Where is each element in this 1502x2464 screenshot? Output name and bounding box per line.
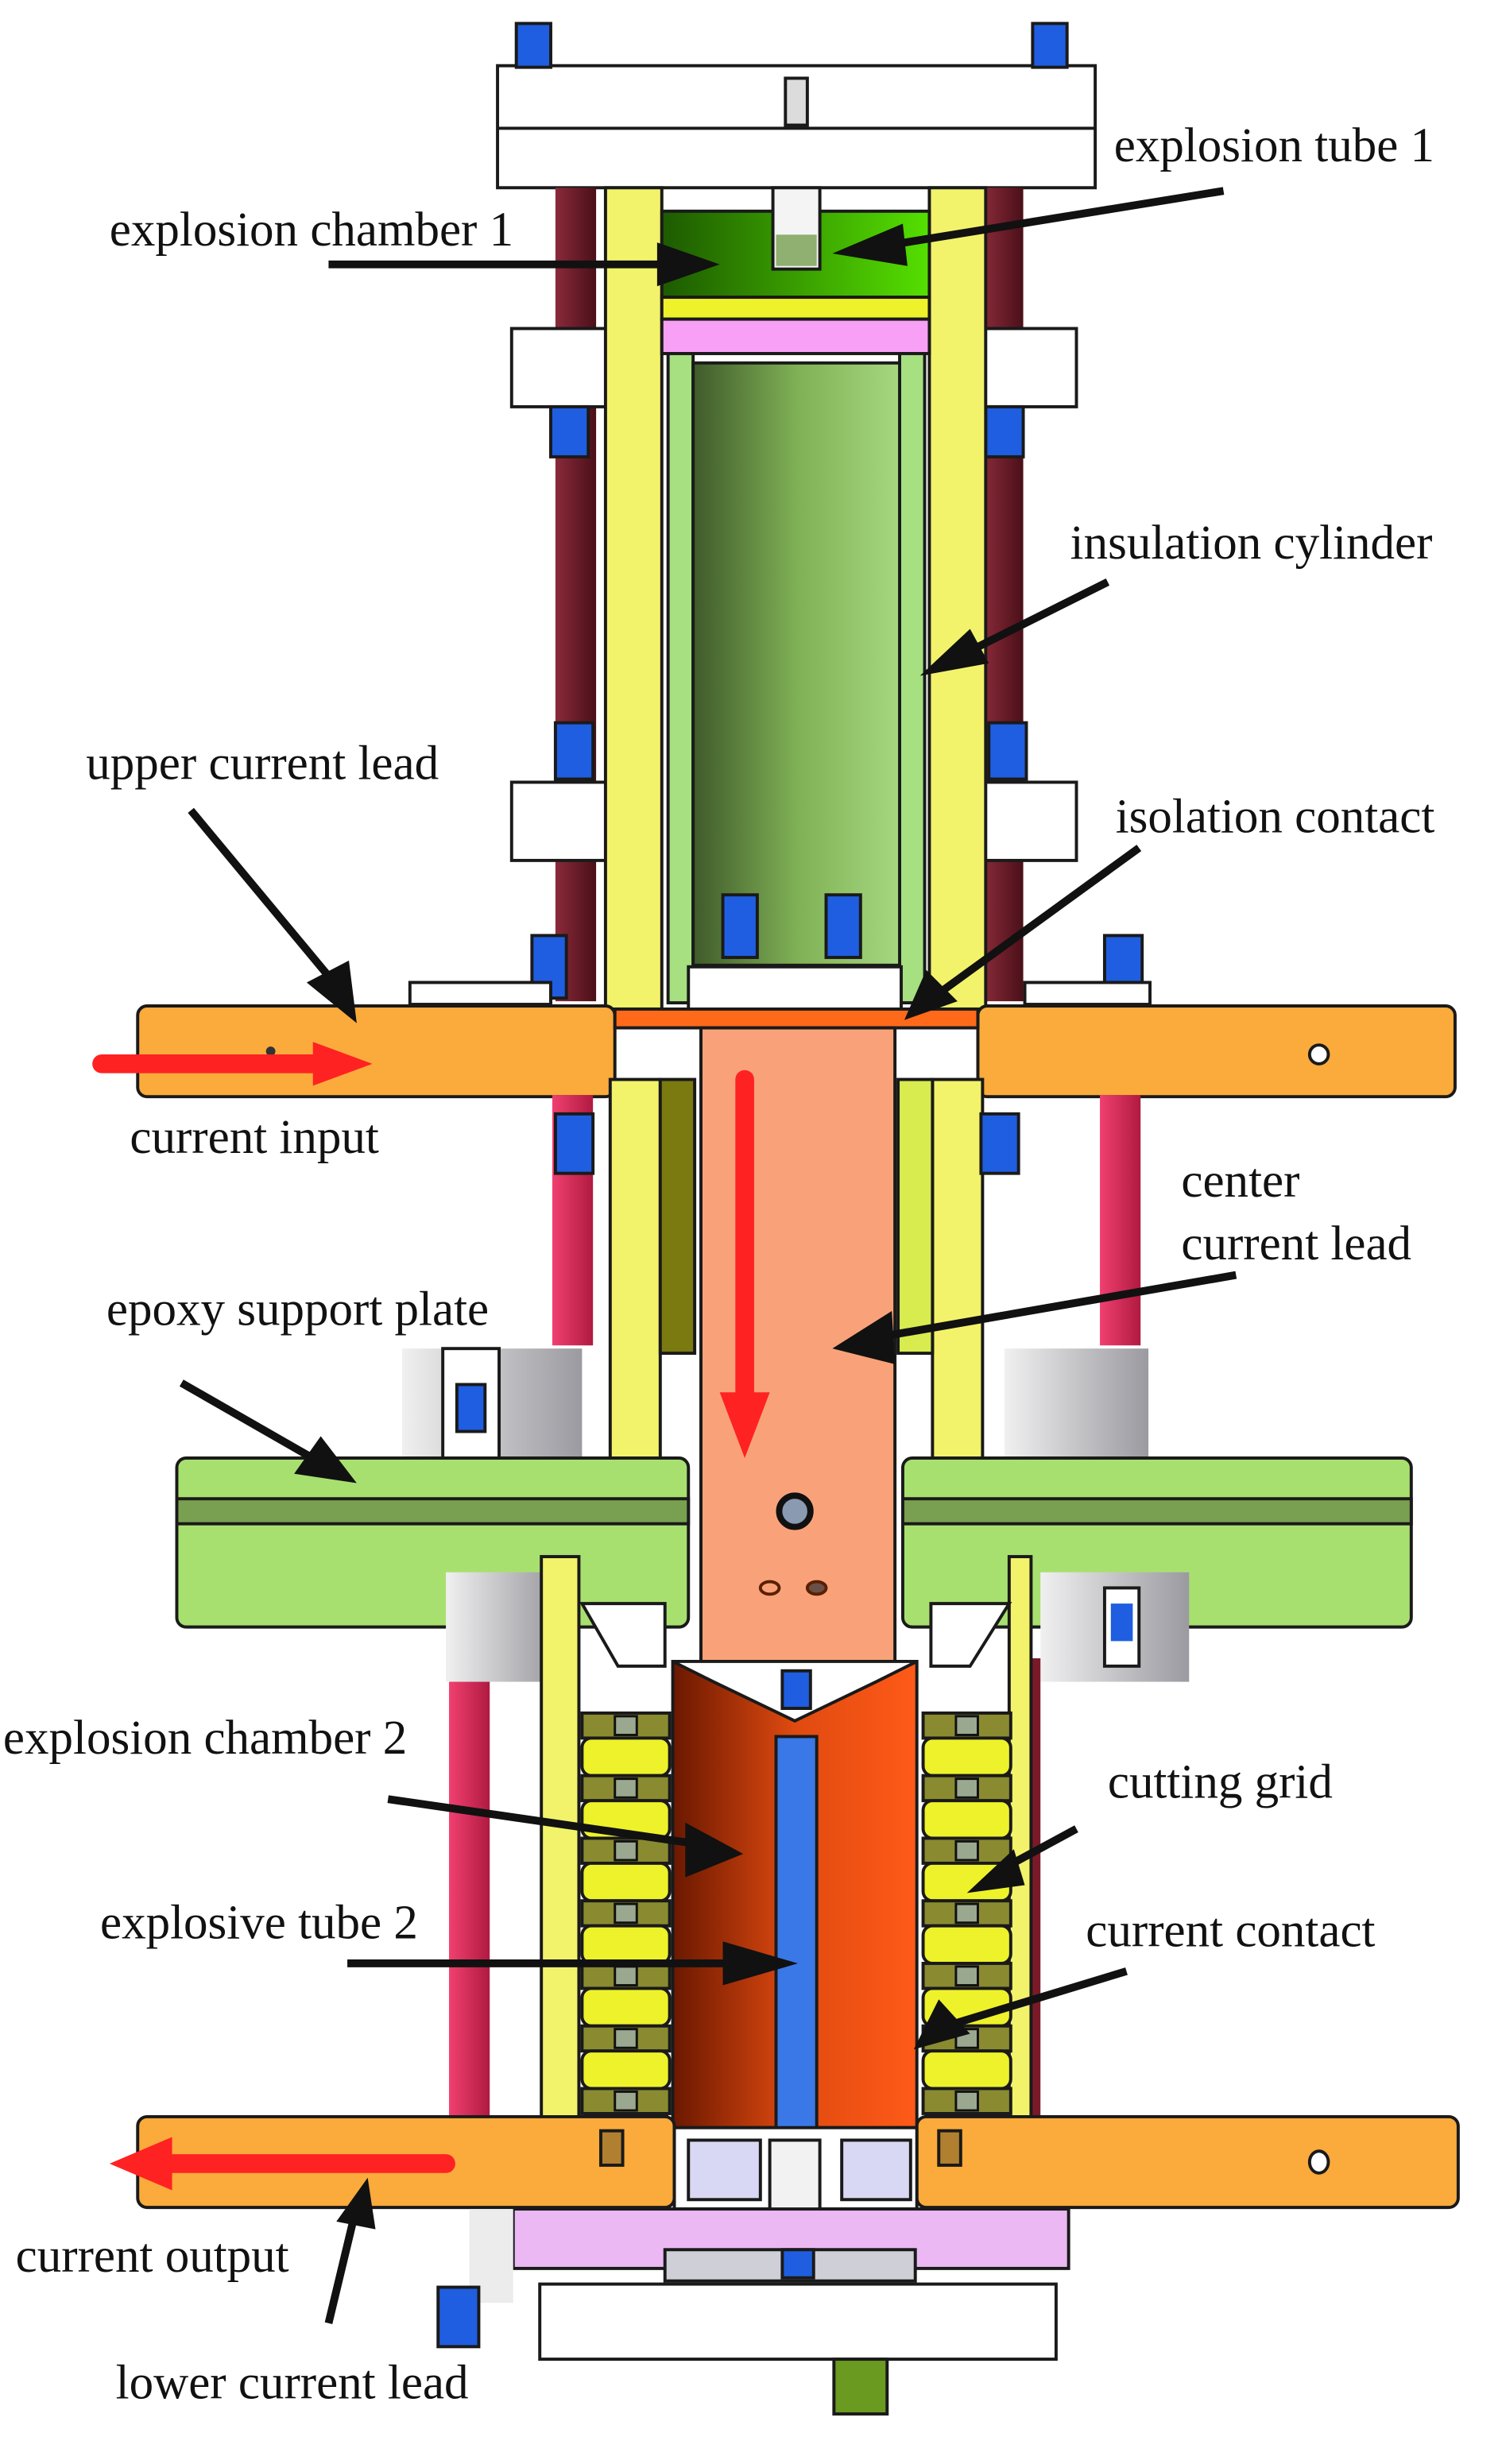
label-epoxy-support-plate: epoxy support plate (106, 1283, 489, 1336)
bolt (721, 893, 759, 959)
pointer-epoxy-support-plate (179, 1379, 357, 1483)
pointer-isolation-contact (904, 845, 1142, 1020)
pointer-cutting-grid (966, 1825, 1078, 1893)
label-explosive-tube-2: explosive tube 2 (100, 1896, 418, 1949)
cutting-grid-blade (580, 1924, 672, 1965)
pointer-explosion-chamber-2 (387, 1795, 744, 1878)
tie-rod-upper-left (555, 188, 597, 1002)
insulation-wall-upper-right (927, 186, 988, 1011)
cutting-grid-window (614, 1839, 638, 1862)
bolt (553, 1112, 595, 1175)
insulation-wall-lower-right (1007, 1555, 1033, 2125)
pointer-upper-current-lead (188, 807, 357, 1023)
tie-rod-upper-right (982, 188, 1024, 1002)
bolt (780, 2248, 815, 2280)
label-lower-current-lead: lower current lead (116, 2356, 469, 2409)
bolt (979, 1112, 1020, 1175)
insulation-wall-upper-left (603, 186, 664, 1011)
cutting-grid-window (614, 1965, 638, 1986)
cylinder-base-ring (687, 965, 903, 1012)
cutting-grid-window (954, 2090, 979, 2112)
insulation-wall-mid-right (931, 1077, 985, 1464)
explosion-tube-1 (771, 186, 822, 271)
cutting-grid-blade (921, 1799, 1012, 1840)
cutting-grid-blade (921, 1924, 1012, 1965)
cutting-grid-window (954, 1777, 979, 1799)
label-upper-current-lead: upper current lead (86, 737, 439, 791)
cutting-grid-blade (580, 2049, 672, 2091)
pointer-center-current-lead (832, 1271, 1237, 1364)
spacer-post-right (1004, 1348, 1149, 1459)
label-explosion-chamber-2: explosion chamber 2 (3, 1712, 407, 1765)
spacer-post-lower-left (446, 1572, 556, 1682)
cutting-grid-blade (921, 2049, 1012, 2091)
label-current-output: current output (16, 2230, 289, 2283)
explosive-tube-2 (774, 1735, 819, 2137)
top-cover-plate (496, 64, 1097, 190)
tie-rod-mid-right (1100, 1095, 1141, 1346)
current-output-flow-arrow (109, 2137, 455, 2191)
bottom-fitting (832, 2358, 889, 2416)
bottom-plate (538, 2282, 1058, 2361)
center-current-flow-arrow (719, 1070, 770, 1459)
label-current-input: current input (130, 1111, 378, 1164)
cutting-grid-right (921, 1711, 1012, 2153)
label-center-current-lead-line2: current lead (1181, 1217, 1411, 1271)
cutting-grid-blade (921, 1736, 1012, 1777)
cutting-grid-window (954, 1715, 979, 1736)
pointer-insulation-cylinder (919, 578, 1110, 676)
pointer-explosion-tube-1 (832, 187, 1225, 266)
bolt (824, 893, 862, 959)
top-bolt-right (1031, 21, 1069, 69)
pointer-explosion-chamber-1 (328, 242, 720, 287)
label-isolation-contact: isolation contact (1116, 790, 1435, 843)
label-explosion-tube-1: explosion tube 1 (1114, 119, 1434, 172)
clamp-blocks (509, 327, 1078, 862)
cutting-grid-window (954, 1965, 979, 1986)
insulation-wall-lower-left (540, 1555, 581, 2125)
tie-rod-lower-left (449, 1681, 490, 2123)
cutting-grid-window (614, 1902, 638, 1924)
current-input-flow-arrow (92, 1042, 373, 1086)
pointer-current-contact (913, 1967, 1128, 2050)
upper-current-lead (136, 1004, 1457, 1099)
cutting-grid-window (954, 1839, 979, 1862)
cutting-grid-left (580, 1711, 672, 2153)
cutting-grid-blade (580, 1986, 672, 2028)
pointer-explosive-tube-2 (347, 1941, 799, 1986)
label-explosion-chamber-1: explosion chamber 1 (110, 203, 513, 257)
cutting-grid-window (954, 1902, 979, 1924)
insulation-wall-mid-left (608, 1077, 662, 1464)
label-center-current-lead-line1: center (1181, 1155, 1299, 1208)
cutting-grid-blade (580, 1861, 672, 1903)
insulation-cylinder (666, 352, 927, 1005)
label-insulation-cylinder: insulation cylinder (1070, 516, 1433, 570)
bolt (436, 2285, 481, 2349)
cutting-grid-window (614, 1777, 638, 1799)
cutting-grid-window (614, 2028, 638, 2049)
top-bolt-left (514, 21, 552, 69)
cutting-grid-window (614, 2090, 638, 2112)
cutting-grid-blade (580, 1736, 672, 1777)
label-current-contact: current contact (1086, 1904, 1375, 1957)
label-cutting-grid: cutting grid (1108, 1755, 1333, 1808)
pointer-lower-current-lead (324, 2177, 376, 2324)
cutting-grid-window (614, 1715, 638, 1736)
